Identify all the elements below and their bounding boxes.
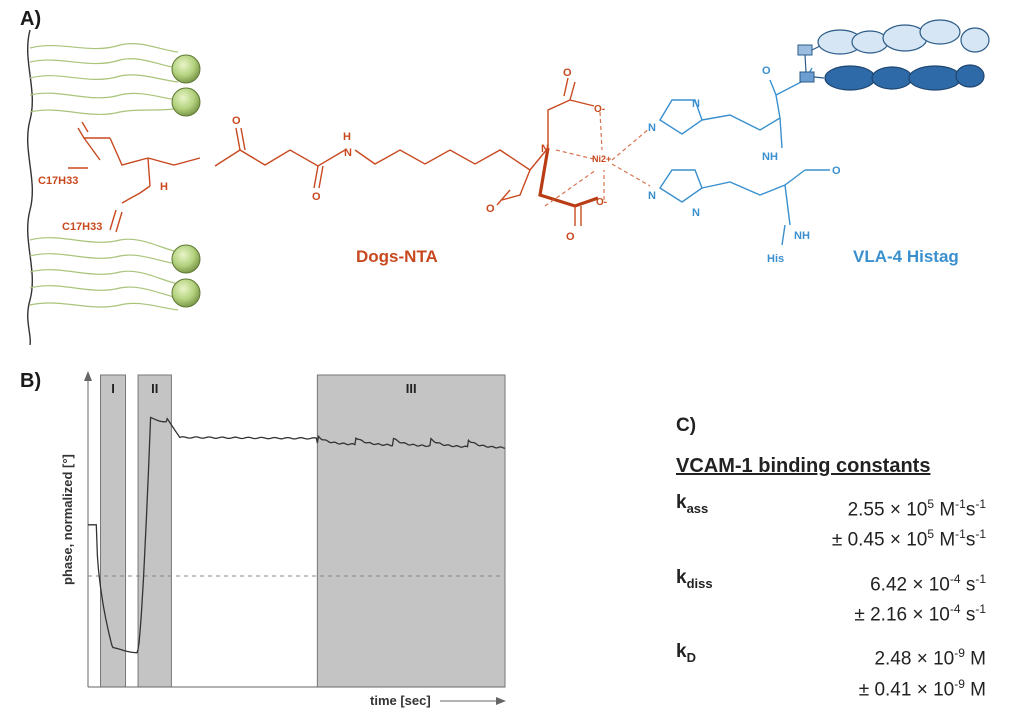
constant-key-diss: kdiss: [676, 566, 713, 591]
lipid-headgroup-2: [171, 87, 201, 117]
y-axis-arrow: [84, 371, 92, 381]
chem-c17h33-top: C17H33: [38, 175, 78, 187]
nta-bold-bond: [538, 147, 599, 208]
vla4-histag-label: VLA-4 Histag: [853, 247, 959, 266]
chem-o-vla-1: O: [832, 165, 841, 177]
constant-key-D: kD: [676, 641, 696, 666]
lipid-headgroup-4: [171, 278, 201, 308]
chem-o-bottom: O: [566, 231, 575, 243]
histidine-bonds: [659, 67, 830, 246]
vla4-protein: [797, 19, 990, 91]
panel-c: C) VCAM-1 binding constants kass 2.55 × 1…: [676, 415, 986, 716]
binding-constants-table: kass 2.55 × 105 M-1s-1± 0.45 × 105 M-1s-1…: [676, 492, 986, 702]
panel-a-label: A): [20, 8, 42, 30]
constant-row-D: kD 2.48 × 10-9 M± 0.41 × 10-9 M: [676, 641, 986, 702]
region-1: [100, 374, 127, 688]
region-2: [137, 374, 172, 688]
dogs-nta-label: Dogs-NTA: [356, 247, 438, 266]
dogs-nta-bonds: [68, 77, 595, 233]
region-label-2: II: [151, 381, 158, 396]
constant-values-ass: 2.55 × 105 M-1s-1± 0.45 × 105 M-1s-1: [831, 497, 986, 551]
chem-n-nta: N: [541, 143, 549, 155]
panel-c-label: C): [676, 415, 697, 436]
chem-his: His: [767, 253, 784, 265]
constant-row-ass: kass 2.55 × 105 M-1s-1± 0.45 × 105 M-1s-1: [676, 492, 986, 553]
phase-trace-line: [88, 416, 506, 654]
binding-constants-title: VCAM-1 binding constants: [676, 455, 931, 477]
constant-values-diss: 6.42 × 10-4 s-1± 2.16 × 10-4 s-1: [854, 571, 986, 626]
lipid-tails-bottom: [29, 237, 179, 311]
chem-h-amide: H: [343, 131, 351, 143]
lipid-headgroup-3: [171, 244, 201, 274]
chem-n-amide: N: [344, 147, 352, 159]
chem-o-amide: O: [312, 191, 321, 203]
panel-b-label: B): [20, 370, 42, 392]
chem-n-imid-3: N: [648, 190, 656, 202]
constant-key-ass: kass: [676, 492, 709, 516]
chem-o-top: O: [563, 67, 572, 79]
chem-o-minus-1: O-: [594, 104, 605, 115]
ni-coordination-bonds: [544, 111, 651, 207]
chem-n-imid-1: N: [648, 122, 656, 134]
y-axis-label: phase, normalized [°]: [60, 454, 75, 585]
region-label-1: I: [111, 381, 115, 396]
chem-n-imid-4: N: [692, 207, 700, 219]
chem-nh-1: NH: [762, 151, 778, 163]
chem-o-minus-2: O-: [596, 197, 607, 208]
panel-a-structure: C17H33 C17H33 H N H N Ni2+ O- O- O O O O…: [26, 19, 990, 346]
membrane-line: [26, 29, 34, 346]
chem-h-glycerol: H: [160, 181, 168, 193]
constant-row-diss: kdiss 6.42 × 10-4 s-1± 2.16 × 10-4 s-1: [676, 567, 986, 628]
chem-o-ester: O: [232, 115, 241, 127]
lipid-headgroup-1: [171, 54, 201, 84]
x-axis-arrow: [496, 697, 506, 705]
chem-o-lower: O: [486, 203, 495, 215]
region-3: [316, 374, 506, 688]
chem-n-imid-2: N: [692, 98, 700, 110]
chem-c17h33-bottom: C17H33: [62, 221, 102, 233]
region-label-3: III: [406, 381, 417, 396]
constant-values-D: 2.48 × 10-9 M± 0.41 × 10-9 M: [858, 646, 986, 700]
chem-o-vla-2: O: [762, 65, 771, 77]
lipid-tails-top: [29, 43, 181, 115]
x-axis-label: time [sec]: [370, 693, 431, 708]
chem-nh-2: NH: [794, 230, 810, 242]
chem-ni: Ni2+: [592, 154, 611, 164]
